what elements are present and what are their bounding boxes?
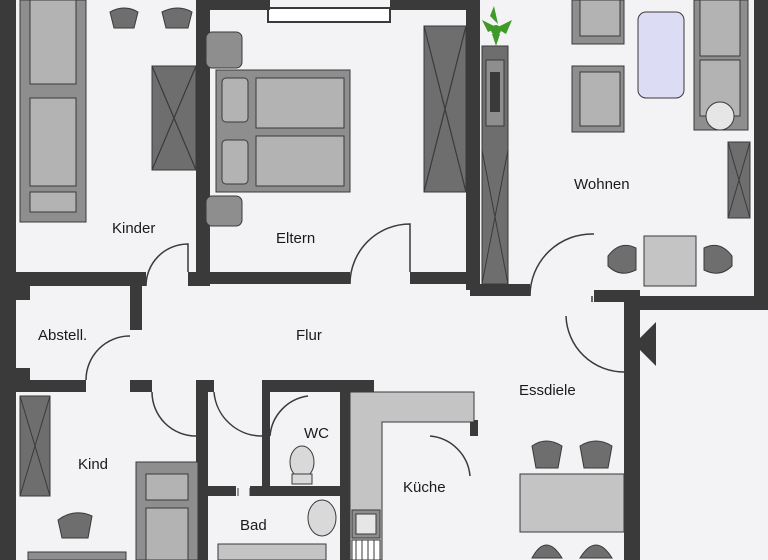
room-label-kueche: Küche xyxy=(403,479,446,496)
room-label-essdiele: Essdiele xyxy=(519,382,576,399)
wohnen-cabinet xyxy=(481,45,509,285)
eltern-wardrobe xyxy=(423,25,467,193)
wall-top-segment-2 xyxy=(390,0,466,10)
room-label-abstell: Abstell. xyxy=(38,327,87,344)
kinder-bed xyxy=(19,0,87,223)
room-label-kinder: Kinder xyxy=(112,220,155,237)
essdiele-dining-set xyxy=(519,440,625,559)
wohnen-sideboard xyxy=(727,141,751,219)
wohnen-table xyxy=(607,235,733,287)
room-label-wohnen: Wohnen xyxy=(574,176,630,193)
room-label-bad: Bad xyxy=(240,517,267,534)
doors xyxy=(85,223,625,477)
room-label-kind: Kind xyxy=(78,456,108,473)
floor-lamp-icon xyxy=(705,101,735,131)
bad-fixtures xyxy=(217,488,337,560)
window-eltern xyxy=(267,7,391,23)
wohnen-sofa xyxy=(571,0,749,133)
kind-desk xyxy=(27,512,127,560)
kind-wardrobe xyxy=(19,395,51,497)
room-label-eltern: Eltern xyxy=(276,230,315,247)
kind-bed xyxy=(135,461,199,560)
toilet-icon xyxy=(289,445,315,485)
plant-icon xyxy=(482,6,512,46)
kinder-chairs xyxy=(109,7,193,29)
room-label-flur: Flur xyxy=(296,327,322,344)
kinder-wardrobe xyxy=(151,65,197,171)
kueche-counter xyxy=(349,391,475,560)
entrance-arrow-icon[interactable] xyxy=(634,322,656,366)
room-label-wc: WC xyxy=(304,425,329,442)
eltern-bed xyxy=(205,31,351,227)
wall-top-segment xyxy=(210,0,270,10)
wohnen-coffee-table xyxy=(637,11,685,99)
